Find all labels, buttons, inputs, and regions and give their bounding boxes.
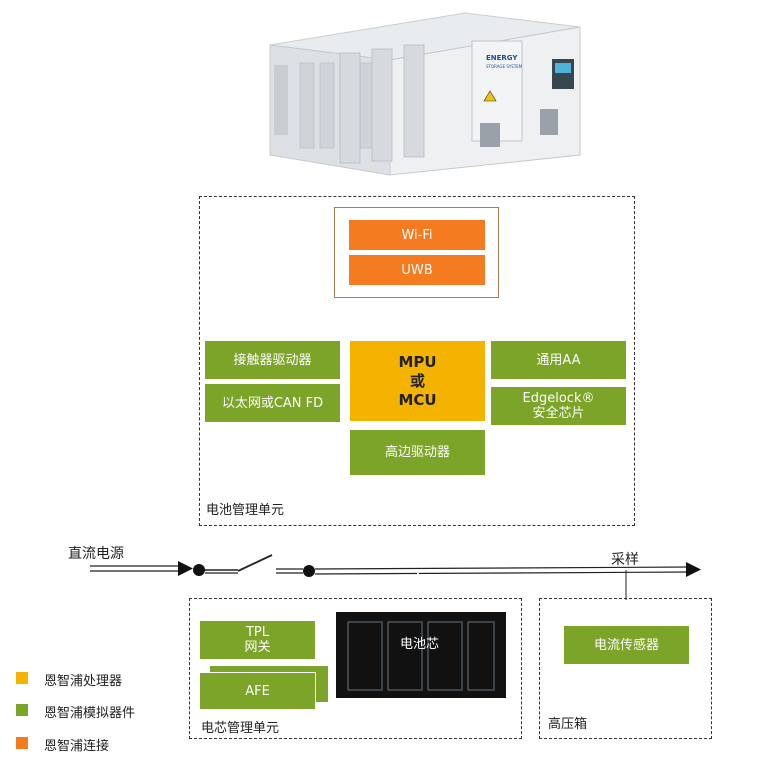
- generic-aa-label: 通用AA: [536, 352, 581, 368]
- legend-label-processor: 恩智浦处理器: [44, 674, 123, 689]
- edgelock-label: Edgelock®: [522, 391, 595, 406]
- or-label: 或: [409, 371, 425, 390]
- energy-storage-container-image: ENERGY STORAGE SYSTEM: [269, 12, 581, 176]
- legend-label-connectivity: 恩智浦连接: [44, 739, 110, 754]
- switch-blade: [237, 554, 273, 572]
- dc-power-label: 直流电源: [68, 546, 124, 562]
- cmu-container: [189, 598, 522, 739]
- current-sensor-block: 电流传感器: [564, 626, 689, 664]
- contactor-driver-label: 接触器驱动器: [233, 352, 312, 368]
- mpu-mcu-block: MPU 或 MCU: [350, 341, 485, 421]
- uwb-label: UWB: [401, 262, 433, 278]
- brand-text-line1: ENERGY: [486, 54, 518, 62]
- current-sensor-label: 电流传感器: [593, 637, 659, 653]
- tpl-label: TPL: [245, 625, 270, 640]
- switch-terminal-left: [193, 564, 205, 576]
- dc-power-line: [90, 554, 701, 600]
- legend-swatch-connectivity: [16, 737, 28, 749]
- ethernet-can-label: 以太网或CAN FD: [221, 395, 324, 411]
- arrow-right-icon: [178, 561, 193, 576]
- tpl-gateway-block: TPL 网关: [200, 621, 315, 659]
- hv-box-container: [539, 598, 712, 739]
- switch-terminal-right: [303, 565, 315, 577]
- gateway-label: 网关: [244, 640, 271, 655]
- wifi-label: Wi-Fi: [401, 227, 433, 243]
- brand-text-line2: STORAGE SYSTEM: [486, 64, 523, 69]
- bms-container: [199, 196, 635, 526]
- battery-cell-block: [336, 612, 506, 698]
- battery-cell-label: 电池芯: [400, 637, 440, 652]
- legend-label-analog: 恩智浦模拟器件: [44, 706, 136, 721]
- battery-cell-outline: [347, 621, 495, 691]
- high-side-driver-block: 高边驱动器: [350, 430, 485, 475]
- contactor-driver-block: 接触器驱动器: [205, 341, 340, 379]
- hv-box-title: 高压箱: [548, 717, 588, 732]
- afe-label: AFE: [245, 683, 270, 699]
- ethernet-can-block: 以太网或CAN FD: [205, 384, 340, 422]
- bms-title: 电池管理单元: [206, 503, 285, 518]
- uwb-block: UWB: [349, 255, 485, 285]
- legend-swatch-analog: [16, 704, 28, 716]
- wireless-group: [334, 207, 499, 298]
- wifi-block: Wi-Fi: [349, 220, 485, 250]
- generic-aa-block: 通用AA: [491, 341, 626, 379]
- mpu-label: MPU: [398, 352, 437, 371]
- edgelock-block: Edgelock® 安全芯片: [491, 387, 626, 425]
- afe-block: AFE: [200, 673, 315, 709]
- warning-icon: [483, 90, 497, 102]
- sampling-label: 采样: [611, 552, 639, 568]
- legend-swatch-processor: [16, 672, 28, 684]
- high-side-driver-label: 高边驱动器: [384, 445, 450, 460]
- secure-chip-label: 安全芯片: [532, 406, 585, 421]
- cmu-title: 电芯管理单元: [201, 721, 280, 736]
- mcu-label: MCU: [398, 390, 437, 409]
- arrow-right-end-icon: [686, 562, 701, 577]
